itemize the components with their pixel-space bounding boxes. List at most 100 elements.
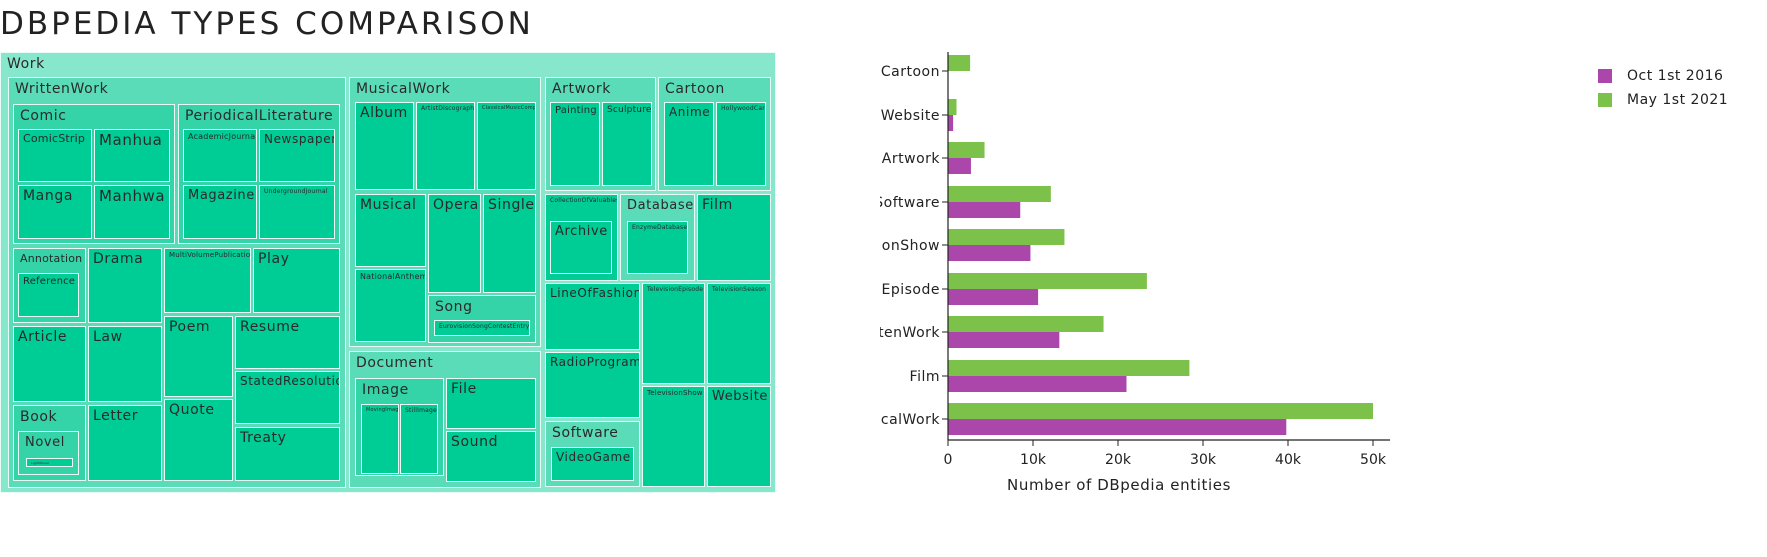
treemap-label-reference: Reference bbox=[23, 276, 76, 287]
treemap-node-line-of-fashion[interactable]: LineOfFashion bbox=[545, 283, 640, 350]
y-tick-label: Artwork bbox=[882, 151, 941, 167]
y-tick-label: TelevisionEpisode bbox=[880, 282, 940, 298]
treemap-node-painting[interactable]: Painting bbox=[550, 102, 600, 186]
treemap-node-opera[interactable]: Opera bbox=[428, 194, 481, 293]
treemap-label-television-season: TelevisionSeason bbox=[712, 286, 767, 293]
treemap-node-manhwa[interactable]: Manhwa bbox=[94, 185, 170, 239]
treemap-node-archive[interactable]: Archive bbox=[550, 221, 612, 274]
treemap-node-video-game[interactable]: VideoGame bbox=[551, 447, 634, 481]
x-tick-label: 20k bbox=[1105, 452, 1132, 468]
treemap-node-enzyme-database[interactable]: EnzymeDatabase bbox=[627, 221, 688, 274]
bar-2016-televisionshow[interactable] bbox=[948, 245, 1031, 261]
bar-2016-artwork[interactable] bbox=[948, 158, 971, 174]
treemap-node-magazine[interactable]: Magazine bbox=[183, 185, 257, 239]
bar-2016-musicalwork[interactable] bbox=[948, 419, 1287, 435]
treemap-label-article: Article bbox=[18, 329, 68, 345]
treemap-node-quote[interactable]: Quote bbox=[164, 399, 233, 481]
treemap-node-light-novel[interactable]: LightNovel bbox=[26, 458, 73, 467]
treemap-node-anime[interactable]: Anime bbox=[664, 102, 714, 186]
bar-2016-writtenwork[interactable] bbox=[948, 332, 1060, 348]
bar-2021-website[interactable] bbox=[948, 99, 957, 115]
treemap-node-musical[interactable]: Musical bbox=[355, 194, 426, 267]
treemap-label-opera: Opera bbox=[433, 197, 479, 213]
treemap-node-film[interactable]: Film bbox=[697, 194, 771, 281]
bar-2021-writtenwork[interactable] bbox=[948, 316, 1104, 332]
treemap-label-multi-volume-publication: MultiVolumePublication bbox=[169, 251, 251, 259]
treemap-node-hollywood-cartoon[interactable]: HollywoodCartoon bbox=[716, 102, 766, 186]
treemap-label-novel: Novel bbox=[25, 435, 65, 450]
bar-2021-televisionshow[interactable] bbox=[948, 229, 1065, 245]
treemap-node-national-anthem[interactable]: NationalAnthem bbox=[355, 269, 426, 342]
treemap-node-television-season[interactable]: TelevisionSeason bbox=[707, 283, 771, 384]
treemap-node-moving-image[interactable]: MovingImage bbox=[361, 404, 399, 474]
bar-2021-cartoon[interactable] bbox=[948, 55, 971, 71]
legend-item-2016[interactable]: Oct 1st 2016 bbox=[1598, 64, 1728, 88]
treemap-node-stated-resolution[interactable]: StatedResolution bbox=[235, 371, 340, 424]
treemap-node-artist-discography[interactable]: ArtistDiscography bbox=[416, 102, 475, 190]
treemap-label-radio-program: RadioProgram bbox=[550, 355, 640, 369]
treemap-label-website: Website bbox=[712, 389, 769, 404]
bar-2021-artwork[interactable] bbox=[948, 142, 985, 158]
treemap-node-poem[interactable]: Poem bbox=[164, 316, 233, 397]
treemap-node-classical-music-composition[interactable]: ClassicalMusicComposition bbox=[477, 102, 536, 190]
treemap-label-cartoon: Cartoon bbox=[665, 81, 725, 97]
x-tick-label: 40k bbox=[1275, 452, 1302, 468]
treemap-node-law[interactable]: Law bbox=[88, 326, 162, 402]
bar-chart: CartoonWebsiteArtworkSoftwareTelevisionS… bbox=[880, 52, 1390, 494]
treemap-node-file[interactable]: File bbox=[446, 378, 536, 429]
treemap-node-letter[interactable]: Letter bbox=[88, 405, 162, 481]
treemap-node-underground-journal[interactable]: UndergroundJournal bbox=[259, 185, 335, 239]
treemap-node-play[interactable]: Play bbox=[253, 248, 340, 313]
treemap-label-quote: Quote bbox=[169, 402, 215, 418]
treemap-node-article[interactable]: Article bbox=[13, 326, 86, 402]
treemap-label-comic: Comic bbox=[20, 108, 67, 124]
treemap-node-single[interactable]: Single bbox=[483, 194, 536, 293]
treemap-node-resume[interactable]: Resume bbox=[235, 316, 340, 369]
treemap-node-still-image[interactable]: StillImage bbox=[400, 404, 438, 474]
bar-2016-film[interactable] bbox=[948, 376, 1127, 392]
bar-2016-televisionepisode[interactable] bbox=[948, 289, 1039, 305]
bar-2021-musicalwork[interactable] bbox=[948, 403, 1373, 419]
treemap-node-drama[interactable]: Drama bbox=[88, 248, 162, 323]
treemap-node-newspaper[interactable]: Newspaper bbox=[259, 129, 335, 182]
bar-2021-film[interactable] bbox=[948, 360, 1190, 376]
x-tick-label: 30k bbox=[1190, 452, 1217, 468]
treemap-node-multi-volume-publication[interactable]: MultiVolumePublication bbox=[164, 248, 251, 313]
treemap-node-sculpture[interactable]: Sculpture bbox=[602, 102, 652, 186]
treemap-label-hollywood-cartoon: HollywoodCartoon bbox=[721, 105, 765, 112]
treemap-node-manhua[interactable]: Manhua bbox=[94, 129, 170, 182]
bar-2016-software[interactable] bbox=[948, 202, 1021, 218]
page-title: DBPEDIA TYPES COMPARISON bbox=[0, 6, 534, 42]
treemap-node-reference[interactable]: Reference bbox=[18, 273, 79, 317]
treemap-label-document: Document bbox=[356, 355, 434, 371]
treemap-label-file: File bbox=[451, 381, 477, 397]
treemap-label-sculpture: Sculpture bbox=[607, 105, 652, 115]
legend-swatch-2021 bbox=[1598, 93, 1612, 107]
treemap-node-radio-program[interactable]: RadioProgram bbox=[545, 352, 640, 418]
treemap-label-manga: Manga bbox=[23, 188, 73, 204]
treemap-node-website[interactable]: Website bbox=[707, 386, 771, 487]
treemap-node-novel[interactable]: Novel bbox=[18, 431, 79, 475]
treemap-node-academic-journal[interactable]: AcademicJournal bbox=[183, 129, 257, 182]
treemap-node-manga[interactable]: Manga bbox=[18, 185, 92, 239]
treemap-node-television-show[interactable]: TelevisionShow bbox=[642, 386, 705, 487]
treemap-label-television-episode: TelevisionEpisode bbox=[647, 286, 704, 293]
treemap-node-eurovision-song-contest-entry[interactable]: EurovisionSongContestEntry bbox=[434, 320, 530, 336]
treemap-node-album[interactable]: Album bbox=[355, 102, 414, 190]
bar-2021-televisionepisode[interactable] bbox=[948, 273, 1147, 289]
bar-2021-software[interactable] bbox=[948, 186, 1051, 202]
treemap-node-television-episode[interactable]: TelevisionEpisode bbox=[642, 283, 705, 384]
y-tick-label: WrittenWork bbox=[880, 325, 940, 341]
treemap-node-sound[interactable]: Sound bbox=[446, 431, 536, 482]
treemap-node-treaty[interactable]: Treaty bbox=[235, 427, 340, 481]
treemap-label-still-image: StillImage bbox=[405, 407, 437, 414]
treemap-label-musical: Musical bbox=[360, 197, 417, 213]
treemap-label-treaty: Treaty bbox=[240, 430, 287, 446]
y-tick-label: Software bbox=[880, 195, 940, 211]
bar-2016-website[interactable] bbox=[948, 115, 954, 131]
treemap-label-sound: Sound bbox=[451, 434, 499, 450]
treemap-node-comic-strip[interactable]: ComicStrip bbox=[18, 129, 92, 182]
legend-item-2021[interactable]: May 1st 2021 bbox=[1598, 88, 1728, 112]
treemap-label-drama: Drama bbox=[93, 251, 144, 267]
